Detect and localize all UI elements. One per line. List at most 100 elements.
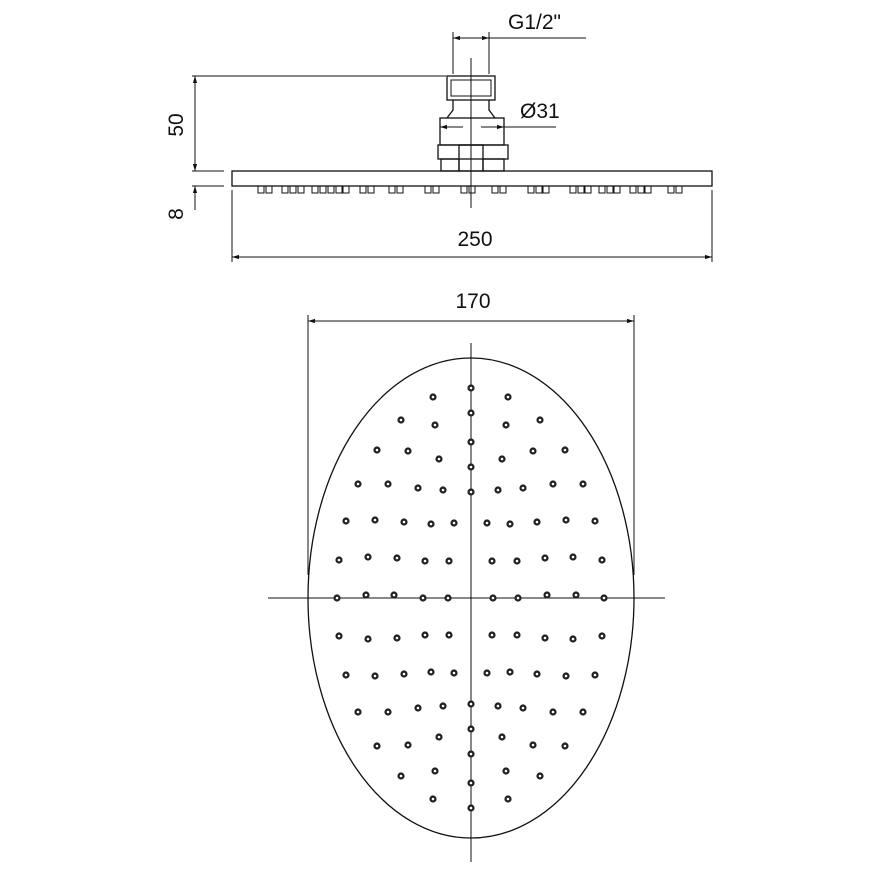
nozzle <box>498 733 506 741</box>
side-nozzle <box>569 185 577 194</box>
nozzle <box>467 488 475 496</box>
nozzle <box>502 767 510 775</box>
nozzle <box>467 463 475 471</box>
diameter-dimension: Ø31 <box>440 100 560 130</box>
side-nozzles <box>257 185 683 194</box>
nozzle <box>502 421 510 429</box>
side-nozzle <box>367 185 375 194</box>
nozzle <box>488 557 496 565</box>
nozzle <box>467 750 475 758</box>
nozzle <box>435 455 443 463</box>
side-nozzle <box>327 185 335 194</box>
nozzle <box>467 804 475 812</box>
nozzle <box>467 384 475 392</box>
nozzle <box>421 557 429 565</box>
side-nozzle <box>613 185 621 194</box>
nozzle <box>533 670 541 678</box>
top-view: 170 <box>268 290 665 862</box>
nozzle <box>414 704 422 712</box>
nozzle <box>598 632 606 640</box>
nozzle <box>561 446 569 454</box>
side-nozzle <box>499 185 507 194</box>
thickness-label: 8 <box>165 208 188 220</box>
side-nozzle <box>388 185 396 194</box>
nozzle <box>591 517 599 525</box>
nozzle <box>569 635 577 643</box>
nozzle <box>514 594 522 602</box>
nozzle <box>373 446 381 454</box>
height-label: 50 <box>165 113 188 136</box>
nozzle <box>335 632 343 640</box>
nozzle <box>419 594 427 602</box>
side-nozzle <box>527 185 535 194</box>
nozzle <box>506 520 514 528</box>
nozzle <box>400 518 408 526</box>
nozzle <box>431 421 439 429</box>
side-nozzle <box>598 185 606 194</box>
nozzle <box>397 772 405 780</box>
height-dimension: 50 <box>165 75 446 172</box>
nozzle <box>483 519 491 527</box>
nozzle <box>384 480 392 488</box>
side-nozzle <box>606 185 614 194</box>
side-nozzle <box>675 185 683 194</box>
nozzle <box>404 741 412 749</box>
nozzle <box>494 486 502 494</box>
side-nozzle <box>667 185 675 194</box>
nozzle <box>429 795 437 803</box>
nozzle <box>371 672 379 680</box>
side-nozzle <box>281 185 289 194</box>
nozzle <box>467 725 475 733</box>
nozzle <box>483 669 491 677</box>
nozzle <box>393 554 401 562</box>
nozzle <box>439 486 447 494</box>
nozzle <box>400 670 408 678</box>
side-nozzle <box>335 185 343 194</box>
nozzle <box>561 742 569 750</box>
nozzle <box>435 733 443 741</box>
nozzle <box>335 556 343 564</box>
nozzle <box>354 480 362 488</box>
nozzle <box>397 416 405 424</box>
nozzle <box>439 702 447 710</box>
nozzle <box>445 557 453 565</box>
nozzle <box>504 795 512 803</box>
nozzle <box>504 393 512 401</box>
nozzle <box>549 480 557 488</box>
nozzle <box>562 516 570 524</box>
nozzle <box>371 516 379 524</box>
side-nozzle <box>542 185 550 194</box>
thread-label: G1/2" <box>508 11 561 34</box>
nozzle <box>541 554 549 562</box>
nozzle <box>342 517 350 525</box>
nozzle <box>506 668 514 676</box>
nozzle <box>342 671 350 679</box>
nozzle <box>494 702 502 710</box>
side-nozzle <box>584 185 592 194</box>
side-nozzle <box>396 185 404 194</box>
nozzle <box>364 553 372 561</box>
width-label: 250 <box>457 228 492 251</box>
side-nozzle <box>342 185 350 194</box>
nozzle <box>431 767 439 775</box>
nozzle <box>600 594 608 602</box>
nozzle <box>529 741 537 749</box>
nozzle <box>513 557 521 565</box>
side-nozzle <box>432 185 440 194</box>
nozzle <box>393 634 401 642</box>
side-nozzle <box>319 185 327 194</box>
connector-fitting <box>437 75 509 172</box>
nozzle <box>536 416 544 424</box>
nozzle <box>429 393 437 401</box>
side-nozzle <box>359 185 367 194</box>
nozzle <box>421 631 429 639</box>
nozzle <box>572 591 580 599</box>
nozzle <box>450 669 458 677</box>
nozzle <box>579 480 587 488</box>
nozzle <box>373 742 381 750</box>
side-nozzle <box>265 185 273 194</box>
diameter-label: Ø31 <box>520 100 560 123</box>
nozzle <box>427 520 435 528</box>
side-view: G1/2" Ø31 50 8 250 <box>165 11 713 262</box>
